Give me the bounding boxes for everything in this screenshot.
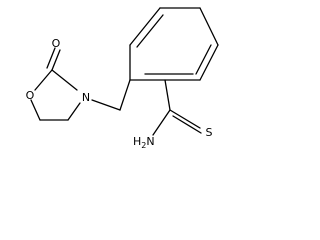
bond-c-s-double-b [172, 115, 202, 134]
bond-benz-4 [199, 7, 219, 46]
bond-n3-ch2 [91, 99, 121, 111]
atom-label-ring-nitrogen: N [82, 91, 90, 104]
bond-ch2-ring [119, 79, 131, 111]
bond-c2-o1 [34, 69, 53, 91]
atom-label-amide-nitrogen: H2N [133, 135, 155, 150]
atom-label-carbonyl-oxygen: O [52, 37, 61, 50]
bond-c4-n3 [67, 102, 81, 121]
bond-benz-inner-1 [136, 14, 164, 48]
benzene-ring [129, 7, 219, 81]
oxazolidinone-ring [30, 47, 81, 121]
atom-label-ring-oxygen: O [26, 89, 35, 102]
bond-n3-c2 [51, 69, 78, 91]
bond-c2-o-double-b [46, 47, 56, 69]
bond-c2-o-double-a [51, 49, 61, 71]
bond-c-s-double-a [169, 109, 201, 129]
atom-label-sulfur: S [206, 126, 213, 139]
bond-benz-inner-2 [195, 44, 212, 75]
bond-c-n [152, 109, 171, 136]
bond-benz-2 [129, 7, 161, 46]
bond-ring-thioamide-c [164, 79, 171, 111]
bond-o1-c5 [30, 99, 41, 121]
structure-diagram: O O N S H2N [26, 7, 219, 150]
bond-benz-5 [199, 44, 219, 81]
